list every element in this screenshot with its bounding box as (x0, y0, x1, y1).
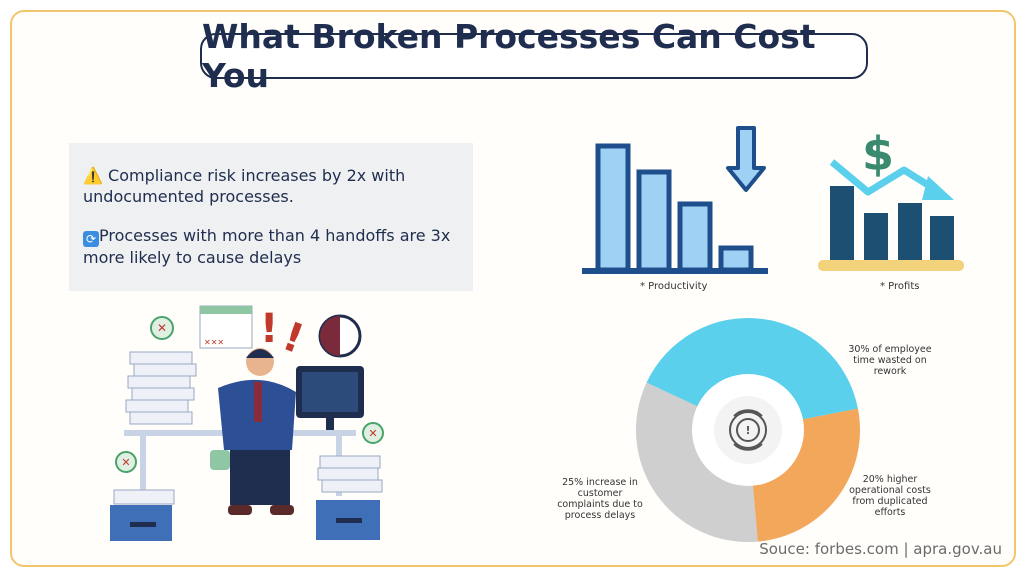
svg-text:✕: ✕ (368, 427, 377, 440)
donut-label-rework: 30% of employee time wasted on rework (848, 344, 932, 377)
profits-bar-1 (830, 186, 854, 260)
donut-segment-1 (646, 318, 858, 430)
stressed-worker-illustration: ✕ ✕ ✕ ✕✕✕ ! ! (110, 305, 384, 541)
productivity-bar-4 (718, 245, 754, 273)
warning-icon: ⚠️ (83, 166, 103, 185)
svg-text:✕✕✕: ✕✕✕ (204, 338, 224, 347)
down-arrow-icon (726, 126, 766, 192)
profits-chart-icon: $ (818, 127, 964, 271)
process-gear-icon (729, 409, 767, 451)
info-box: ⚠️ Compliance risk increases by 2x with … (69, 143, 473, 291)
profits-bar-4 (930, 216, 954, 260)
impact-donut-chart: ! (636, 318, 860, 542)
donut-label-complaints: 25% increase in customer complaints due … (557, 477, 643, 521)
donut-label-operational-costs: 20% higher operational costs from duplic… (849, 474, 931, 518)
svg-text:!: ! (745, 424, 750, 437)
page-title: What Broken Processes Can Cost You (200, 17, 868, 95)
trend-down-arrow-icon (829, 159, 938, 196)
repeat-icon: ⟳ (83, 231, 99, 247)
productivity-bar-3 (677, 201, 713, 273)
info-line-compliance: ⚠️ Compliance risk increases by 2x with … (83, 166, 406, 206)
svg-text:!: ! (260, 306, 278, 352)
profits-caption: * Profits (880, 281, 920, 292)
source-credit: Souce: forbes.com | apra.gov.au (759, 540, 1002, 558)
productivity-bar-1 (595, 143, 631, 273)
svg-text:!: ! (277, 314, 310, 363)
profits-bar-2 (864, 213, 888, 260)
svg-text:✕: ✕ (157, 321, 167, 335)
productivity-bar-2 (636, 169, 672, 273)
profits-bar-3 (898, 203, 922, 260)
productivity-chart-icon (582, 126, 768, 274)
productivity-caption: * Productivity (640, 281, 708, 292)
dollar-icon: $ (862, 127, 894, 181)
svg-text:✕: ✕ (121, 456, 130, 469)
info-line-handoffs: ⟳Processes with more than 4 handoffs are… (83, 226, 451, 267)
